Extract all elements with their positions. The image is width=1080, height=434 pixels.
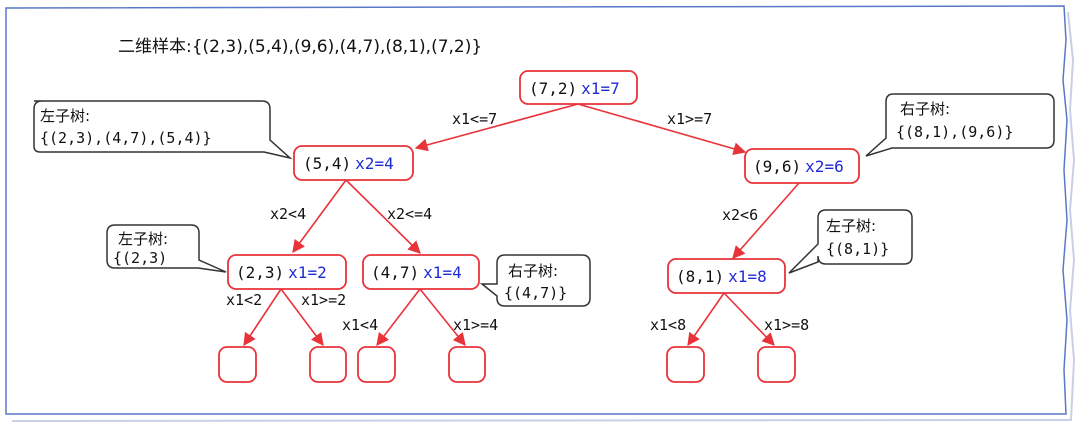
- edge-line: [419, 288, 466, 346]
- callout-title: 右子树:: [508, 262, 558, 280]
- tree-node: (5,4)x2=4: [293, 145, 414, 181]
- edge-label: x2<4: [270, 205, 306, 223]
- node-split: x1=7: [581, 79, 620, 98]
- callout-title: 左子树:: [40, 107, 90, 125]
- tree-node: (7,2)x1=7: [519, 70, 638, 105]
- callout-bubble: [479, 254, 591, 307]
- empty-leaves: [218, 346, 796, 383]
- node-split: x2=4: [355, 154, 394, 173]
- tree-nodes: (7,2)x1=7 (5,4)x2=4 (9,6)x2=6 (2,3)x1=2 …: [227, 70, 860, 294]
- node-box: [519, 70, 638, 105]
- callout-bubble: [788, 209, 913, 274]
- node-text: (9,6)x2=6: [753, 157, 844, 176]
- edge-line: [243, 288, 282, 347]
- node-text: (8,1)x1=8: [676, 267, 767, 286]
- frame-border: [5, 5, 1068, 415]
- edge-label: x2<=4: [387, 205, 432, 223]
- callout-content: {(8,1)}: [826, 240, 889, 258]
- node-box: [362, 254, 480, 290]
- node-text: (4,7)x1=4: [371, 263, 462, 282]
- node-split: x1=2: [288, 263, 327, 282]
- tree-node: (4,7)x1=4: [362, 254, 480, 290]
- callout-content: {(2,3),(4,7),(5,4)}: [40, 129, 212, 147]
- edge-line: [577, 103, 747, 155]
- callout-title: 左子树:: [826, 217, 876, 235]
- node-point: (5,4): [303, 154, 351, 173]
- edge-line: [376, 288, 421, 347]
- callout-title: 右子树:: [900, 100, 950, 118]
- node-box: [667, 258, 786, 294]
- edge-label: x1<4: [342, 316, 378, 334]
- callout-content: {(8,1),(9,6)}: [896, 123, 1013, 141]
- diagram-title: 二维样本:{(2,3),(5,4),(9,6),(4,7),(8,1),(7,2…: [118, 37, 482, 57]
- node-point: (9,6): [753, 157, 801, 176]
- node-split: x2=6: [805, 157, 844, 176]
- edge-line: [732, 182, 800, 259]
- node-point: (4,7): [371, 263, 419, 282]
- frame-shadow: [11, 11, 1076, 422]
- edge-label: x1<=7: [452, 110, 497, 128]
- callout-content: {(4,7)}: [504, 284, 567, 302]
- node-point: (7,2): [529, 79, 577, 98]
- node-text: (2,3)x1=2: [236, 263, 327, 282]
- callout-texts: 左子树: {(2,3),(4,7),(5,4)} 右子树: {(8,1),(9,…: [40, 100, 1013, 302]
- tree-node: (9,6)x2=6: [744, 148, 860, 184]
- edge-line: [292, 179, 347, 254]
- node-text: (7,2)x1=7: [529, 79, 620, 98]
- edge-label: x1<2: [226, 291, 262, 309]
- node-box: [227, 254, 347, 290]
- empty-leaf: [309, 346, 347, 383]
- edge-label: x1>=8: [764, 316, 809, 334]
- edge-line: [414, 103, 579, 152]
- tree-node: (8,1)x1=8: [667, 258, 786, 294]
- edge-line: [345, 179, 421, 254]
- node-split: x1=8: [728, 267, 767, 286]
- empty-leaf: [757, 346, 796, 383]
- empty-leaf: [357, 346, 396, 383]
- node-text: (5,4)x2=4: [303, 154, 394, 173]
- edge-label: x1>=4: [453, 316, 498, 334]
- edge-line: [723, 292, 775, 346]
- empty-leaf: [448, 346, 486, 383]
- edge-label: x1>=2: [301, 291, 346, 309]
- callout-bubble: [106, 224, 227, 273]
- edge-label: x1>=7: [667, 110, 712, 128]
- callout-title: 左子树:: [118, 230, 168, 248]
- node-box: [744, 148, 860, 184]
- empty-leaf: [666, 346, 705, 383]
- node-point: (2,3): [236, 263, 284, 282]
- callouts: [33, 93, 1055, 307]
- callout-bubble: [33, 100, 293, 160]
- node-split: x1=4: [423, 263, 462, 282]
- edge-labels: x1<=7 x1>=7 x2<4 x2<=4 x2<6 x1<2 x1>=2 x…: [226, 110, 809, 334]
- empty-leaf: [218, 346, 257, 383]
- callout-content: {(2,3): [113, 249, 167, 267]
- edge-line: [280, 288, 324, 347]
- node-point: (8,1): [676, 267, 724, 286]
- node-box: [293, 145, 414, 181]
- edge-line: [687, 292, 725, 347]
- callout-bubble: [865, 93, 1055, 157]
- tree-node: (2,3)x1=2: [227, 254, 347, 290]
- edge-label: x1<8: [650, 316, 686, 334]
- edge-label: x2<6: [722, 206, 758, 224]
- tree-edges: [243, 103, 800, 347]
